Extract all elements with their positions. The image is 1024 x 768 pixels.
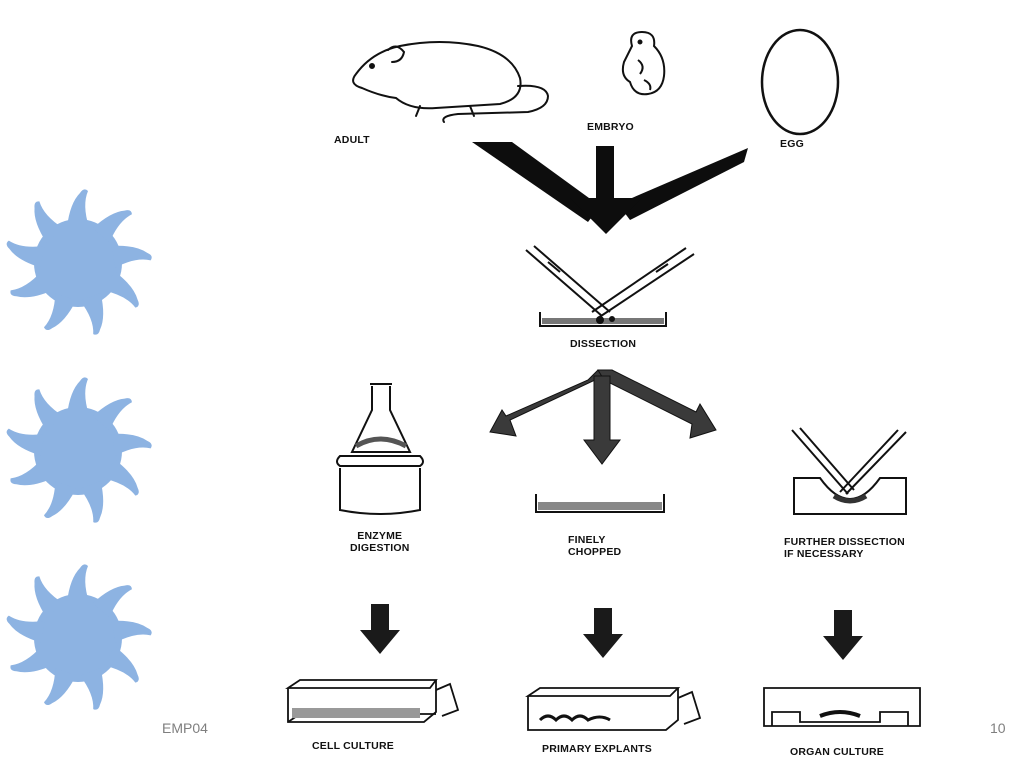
label-embryo: EMBRYO xyxy=(587,121,634,133)
embryo-icon xyxy=(621,30,666,96)
footer-text: EMP04 xyxy=(162,720,208,736)
sun-icon xyxy=(3,189,153,336)
label-cell-culture: CELL CULTURE xyxy=(312,740,394,752)
petri-dish-icon xyxy=(535,494,665,513)
arrow-icon xyxy=(583,608,623,658)
page-number: 10 xyxy=(990,720,1006,736)
converging-arrows xyxy=(472,142,748,234)
arrow-icon xyxy=(823,610,863,660)
mouse-icon xyxy=(352,41,550,123)
forceps-icon xyxy=(791,427,907,495)
egg-icon xyxy=(760,28,840,136)
sun-icon xyxy=(3,377,153,524)
label-adult: ADULT xyxy=(334,134,370,146)
label-further-dissection: FURTHER DISSECTION IF NECESSARY xyxy=(784,536,905,560)
forceps-icon xyxy=(525,245,695,319)
petri-dish-icon xyxy=(539,312,667,327)
label-primary-explants: PRIMARY EXPLANTS xyxy=(542,743,652,755)
sun-icon xyxy=(3,564,153,711)
label-organ-culture: ORGAN CULTURE xyxy=(790,746,884,758)
label-finely-chopped: FINELY CHOPPED xyxy=(568,534,622,558)
label-enzyme-digestion: ENZYME DIGESTION xyxy=(350,530,410,554)
organ-culture-icon xyxy=(763,687,921,727)
culture-flask-icon xyxy=(525,687,702,731)
arrow-icon xyxy=(360,604,400,654)
label-egg: EGG xyxy=(780,138,804,150)
diverging-arrows xyxy=(489,369,717,465)
culture-flask-icon xyxy=(285,679,460,723)
flask-icon xyxy=(336,383,424,515)
dissection-well xyxy=(793,477,907,515)
label-dissection: DISSECTION xyxy=(570,338,637,350)
